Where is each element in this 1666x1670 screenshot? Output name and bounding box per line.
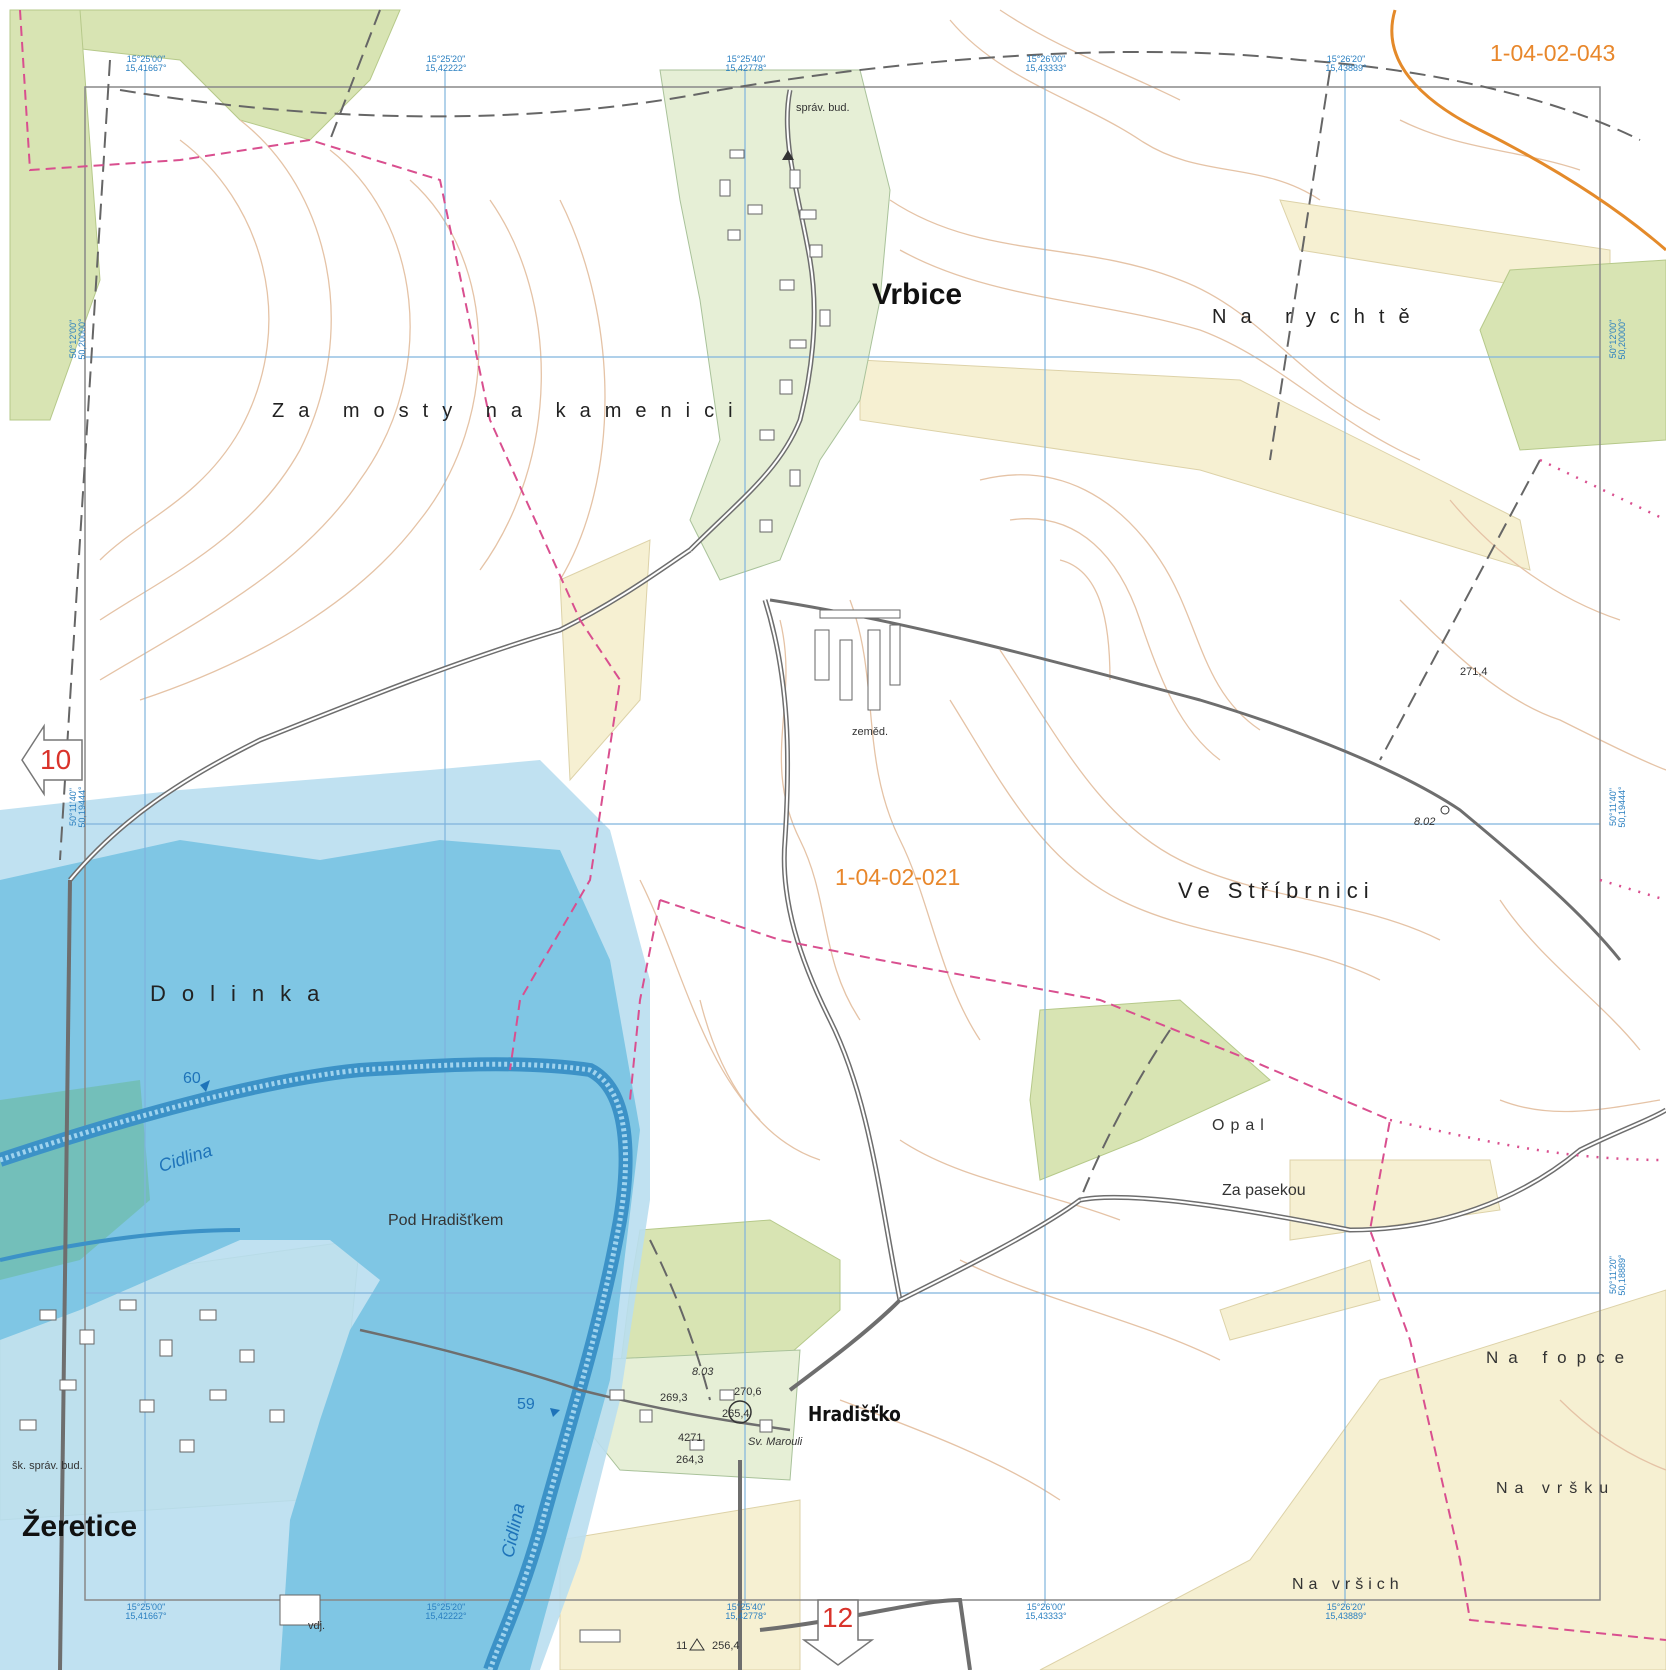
river-km-60: 60 <box>183 1070 201 1087</box>
village-hradisko: Hradišťko <box>808 1402 901 1426</box>
grid-label-top-1: 15°25'00"15,41667° <box>125 54 167 73</box>
catchment-code-center: 1-04-02-021 <box>835 864 961 890</box>
grid-label-top-3: 15°25'40"15,42778° <box>725 54 767 73</box>
sheet-ref-bottom[interactable]: 12 <box>822 1602 854 1633</box>
spot-height-256: 256,4 <box>712 1640 740 1652</box>
locality-pod-hradiskem: Pod Hradišťkem <box>388 1212 504 1229</box>
basin-boundary <box>1390 9 1666 252</box>
spot-height-2643: 264,3 <box>676 1454 704 1466</box>
water-reservoir-label: vdj. <box>308 1620 326 1632</box>
grid-label-bottom-4: 15°26'00"15,43333° <box>1025 1602 1067 1621</box>
grid-label-right-3: 50°11'20"50,18889° <box>1608 1254 1627 1296</box>
spot-height-2654: 265,4 <box>722 1408 750 1420</box>
locality-za-mosty: Za mosty na kamenici <box>272 400 747 422</box>
church-icon <box>782 150 794 160</box>
locality-na-rychte: Na rychtě <box>1212 306 1424 328</box>
locality-na-vrsku: Na vršku <box>1496 1480 1616 1497</box>
spot-height-4271: 4271 <box>678 1432 703 1444</box>
spot-height-269: 269,3 <box>660 1392 688 1404</box>
point-markers <box>200 150 1450 1651</box>
grid-label-top-5: 15°26'20"15,43889° <box>1325 54 1367 73</box>
field-areas <box>559 199 1666 1670</box>
spot-height-271: 271,4 <box>1460 666 1488 678</box>
buildings <box>19 149 901 1643</box>
contour-lines <box>99 9 1666 1501</box>
building-label-zemed: zeměd. <box>852 726 889 738</box>
benchmark-802: 8.02 <box>1414 816 1436 828</box>
roads <box>58 89 1666 1670</box>
spot-point-11: 11 <box>676 1640 688 1652</box>
sheet-ref-left[interactable]: 10 <box>40 744 72 775</box>
coordinate-grid <box>85 70 1600 1605</box>
grid-label-top-4: 15°26'00"15,43333° <box>1025 54 1067 73</box>
locality-na-fopce: Na fopce <box>1486 1348 1635 1367</box>
municipal-boundary <box>19 9 1666 1641</box>
building-label-sprav-bud: správ. bud. <box>796 102 850 114</box>
chapel-label-sv-marouli: Sv. Marouli <box>748 1436 803 1448</box>
spot-height-2706: 270,6 <box>734 1386 762 1398</box>
catchment-code-top-right: 1-04-02-043 <box>1490 40 1616 66</box>
locality-na-vrsich: Na vršich <box>1292 1576 1404 1593</box>
grid-label-bottom-5: 15°26'20"15,43889° <box>1325 1602 1367 1621</box>
chapel-icon <box>728 1400 752 1424</box>
grid-label-top-2: 15°25'20"15,42222° <box>425 54 467 73</box>
river-cidlina <box>0 1057 633 1670</box>
grid-label-bottom-1: 15°25'00"15,41667° <box>125 1602 167 1621</box>
grid-label-right-1: 50°12'00"50,20000° <box>1608 318 1627 360</box>
grid-label-left-1: 50°12'00"50,20000° <box>68 318 87 360</box>
village-zeretice: Žeretice <box>22 1510 138 1543</box>
dotted-boundary <box>1389 458 1666 1162</box>
locality-ve-stribrnici: Ve Stříbrnici <box>1178 878 1375 903</box>
grid-label-bottom-2: 15°25'20"15,42222° <box>425 1602 467 1621</box>
sheet-arrow-left[interactable] <box>21 723 83 797</box>
locality-opal: Opal <box>1212 1117 1270 1134</box>
river-km-59: 59 <box>517 1396 535 1413</box>
building-label-sk-sprav-bud: šk. správ. bud. <box>12 1460 83 1472</box>
benchmark-803: 8.03 <box>692 1366 714 1378</box>
forest-areas <box>9 9 1666 1391</box>
grid-label-right-2: 50°11'40"50,19444° <box>1608 786 1627 828</box>
grid-label-bottom-3: 15°25'40"15,42778° <box>725 1602 767 1621</box>
tracks <box>59 9 1641 1401</box>
locality-dolinka: Dolinka <box>150 981 336 1006</box>
locality-za-pasekou: Za pasekou <box>1222 1182 1306 1199</box>
flood-zone <box>0 760 650 1670</box>
grid-label-left-2: 50°11'40"50,19444° <box>68 786 87 828</box>
sheet-arrow-bottom[interactable] <box>801 1599 875 1666</box>
triangulation-icon <box>689 1638 705 1651</box>
village-vrbice: Vrbice <box>872 278 963 311</box>
